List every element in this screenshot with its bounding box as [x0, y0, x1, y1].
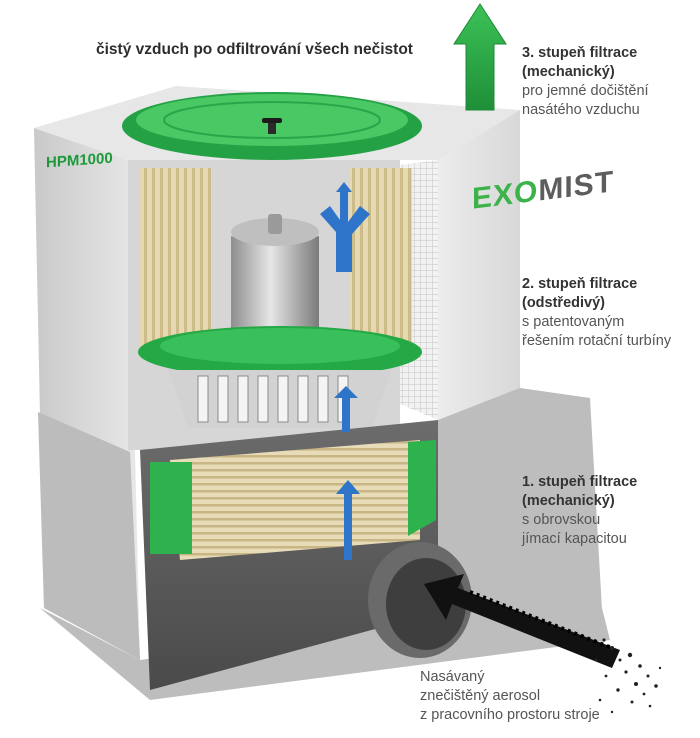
filter-cartridge-right [350, 168, 412, 356]
stage2-title-line2: (odstředivý) [522, 295, 605, 311]
stage1-label: 1. stupeň filtrace (mechanický) s obrovs… [522, 473, 637, 549]
housing-right-side [438, 110, 520, 446]
filter-cartridge-left [140, 168, 212, 356]
stage3-title-line1: stupeň filtrace [538, 45, 638, 61]
stage1-desc-line1: s obrovskou [522, 512, 601, 528]
stage2-desc-line2: řešením rotační turbíny [522, 333, 672, 349]
intake-line2: znečištěný aerosol [420, 688, 541, 704]
stage3-desc-line1: pro jemné dočištění [522, 83, 649, 99]
stage1-title-line2: (mechanický) [522, 493, 615, 509]
stage2-label: 2. stupeň filtrace (odstředivý) s patent… [522, 275, 671, 351]
housing-right-lower [438, 388, 602, 640]
stage3-title-line2: (mechanický) [522, 64, 615, 80]
motor-shaft [268, 214, 282, 234]
brand-logo-prefix: EXO [472, 174, 539, 216]
stage3-desc-line2: nasátého vzduchu [522, 102, 640, 118]
inlet-arrow-icon [424, 574, 620, 668]
filter-pleated-bottom [170, 440, 420, 560]
intake-line1: Nasávaný [420, 669, 485, 685]
filter-frame-right [408, 440, 436, 536]
intake-label: Nasávaný znečištěný aerosol z pracovního… [420, 668, 600, 725]
stage1-desc-line2: jímací kapacitou [522, 531, 627, 547]
airflow-arrow-icon [320, 182, 370, 560]
stage1-title-line1: 1. stupeň filtrace [522, 474, 638, 490]
housing-left-lower [38, 412, 140, 660]
filter-frame-left [150, 462, 192, 554]
motor-housing [231, 236, 319, 341]
stage2-title-line1: 2. stupeň filtrace [522, 276, 638, 292]
stage2-desc-line1: s patentovaným [522, 314, 625, 330]
lid-knob [268, 120, 276, 134]
top-filter-lid-ring [163, 101, 381, 139]
up-arrow-icon [453, 3, 507, 111]
stage3-label: 3. stupeň filtrace (mechanický) pro jemn… [522, 44, 700, 120]
stage3-number: 3. [522, 45, 535, 61]
clean-air-caption: čistý vzduch po odfiltrování všech nečis… [96, 41, 413, 58]
turbine-collar-inner [160, 328, 400, 364]
intake-line3: z pracovního prostoru stroje [420, 707, 600, 723]
lid-knob-cap [262, 118, 282, 123]
dust-particles [594, 638, 662, 714]
